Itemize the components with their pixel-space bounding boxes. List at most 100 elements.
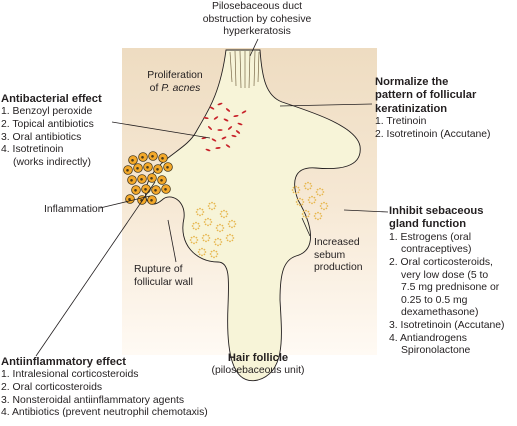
bacterium <box>209 106 215 110</box>
p-acnes-bacteria <box>201 102 247 152</box>
neutrophil-cell <box>133 163 143 173</box>
bacterium <box>225 108 231 112</box>
bacterium <box>235 130 241 134</box>
keratin-plug <box>229 50 260 89</box>
normalize-keratinization-block: Normalize the pattern of follicular kera… <box>375 76 491 141</box>
sebocyte <box>319 201 329 211</box>
neutrophil-cell <box>137 174 147 184</box>
inhibit-item: 2. Oral corticosteroids, <box>389 257 493 268</box>
sebocyte <box>315 187 325 197</box>
rupture-label: Rupture of follicular wall <box>134 264 193 288</box>
bacterium <box>215 147 221 149</box>
sebocyte <box>303 181 313 191</box>
neutrophil-cell <box>153 164 163 174</box>
sebocyte <box>291 185 301 195</box>
neutrophil-cell <box>161 184 171 194</box>
neutrophil-cell <box>141 184 151 194</box>
neutrophil-cell <box>158 153 168 163</box>
neutrophil-cell <box>131 185 141 195</box>
neutrophil-cell <box>123 165 133 175</box>
antibacterial-item: 4. Isotretinoin <box>1 144 64 156</box>
bacterium <box>233 115 239 117</box>
antibacterial-heading: Antibacterial effect <box>1 93 102 105</box>
sebocyte <box>225 233 235 243</box>
bacterium <box>211 138 217 142</box>
neutrophil-cell <box>125 194 135 204</box>
inhibit-item: 1. Estrogens (oral <box>389 231 472 243</box>
inhibit-item: Spironolactone <box>401 345 471 357</box>
leader-lines <box>35 38 389 357</box>
sebocyte <box>203 217 213 227</box>
neutrophil-cell <box>163 162 173 172</box>
bacterium <box>208 126 212 130</box>
sebocyte <box>189 235 199 245</box>
inhibit-item: contraceptives) <box>401 244 472 256</box>
bacterium <box>205 148 211 152</box>
antibacterial-item: 1. Benzoyl peroxide <box>1 106 93 118</box>
antibacterial-item: 2. Topical antibiotics <box>1 119 94 130</box>
antibacterial-item: 3. Oral antibiotics <box>1 131 82 143</box>
neutrophil-cell <box>157 175 167 185</box>
antibacterial-item: (works indirectly) <box>13 156 91 168</box>
sebocyte <box>197 247 207 257</box>
sebocyte <box>215 223 225 233</box>
inhibit-item: 7.5 mg prednisone or <box>401 282 500 294</box>
sebocyte <box>301 209 311 219</box>
neutrophil-cell <box>147 173 157 183</box>
bacterium <box>203 117 209 119</box>
neutrophil-cell <box>138 152 148 162</box>
proliferation-label: Proliferation of P. acnes <box>147 70 203 94</box>
hair-follicle-label: Hair follicle (pilosebaceous unit) <box>196 352 320 378</box>
antiinflammatory-item: 3. Nonsteroidal antiinflammatory agents <box>1 394 185 406</box>
antiinflammatory-item: 4. Antibiotics (prevent neutrophil chemo… <box>1 407 208 419</box>
sebocyte <box>201 233 211 243</box>
antiinflammatory-effect-block: Antiinflammatory effect 1. Intralesional… <box>1 356 208 420</box>
sebocyte <box>207 201 217 211</box>
increased-sebum-label: Increased sebum production <box>314 237 363 274</box>
neutrophil-cell <box>147 195 157 205</box>
inhibit-sebaceous-block: Inhibit sebaceous gland function 1. Estr… <box>389 205 505 358</box>
normalize-heading: Normalize the pattern of follicular kera… <box>375 76 477 115</box>
sebocyte <box>191 221 201 231</box>
sebocyte <box>219 209 229 219</box>
bacterium <box>237 122 243 126</box>
normalize-item: 2. Isotretinoin (Accutane) <box>375 128 491 140</box>
p-acnes-name: P. acnes <box>161 82 201 94</box>
sebocyte <box>295 197 305 207</box>
sebaceous-gland-cells <box>189 181 329 259</box>
neutrophil-cell <box>127 175 137 185</box>
sebocyte <box>195 207 205 217</box>
antiinflammatory-heading: Antiinflammatory effect <box>1 356 126 368</box>
bacterium <box>217 102 223 106</box>
inhibit-item: 3. Isotretinoin (Accutane) <box>389 319 505 331</box>
bacterium <box>217 129 223 131</box>
neutrophil-cell <box>128 155 138 165</box>
sebocyte <box>213 237 223 247</box>
inhibit-heading: Inhibit sebaceous gland function <box>389 205 484 231</box>
hair-follicle-title: Hair follicle <box>227 352 289 364</box>
normalize-item: 1. Tretinoin <box>375 116 427 128</box>
neutrophil-cell <box>148 151 158 161</box>
inflammation-label: Inflammation <box>44 204 104 215</box>
bacterium <box>225 144 231 148</box>
antibacterial-effect-block: Antibacterial effect 1. Benzoyl peroxide… <box>1 93 102 169</box>
sebocyte <box>307 195 317 205</box>
bacterium <box>241 110 247 114</box>
antiinflammatory-item: 2. Oral corticosteroids <box>1 382 103 393</box>
sebocyte <box>313 211 323 221</box>
neutrophil-cell <box>151 185 161 195</box>
bacterium <box>223 118 229 122</box>
bacterium <box>231 134 237 138</box>
inhibit-item: 4. Antiandrogens <box>389 332 467 344</box>
neutrophil-cluster <box>123 151 173 205</box>
bacterium <box>213 116 219 120</box>
duct-obstruction-label: Pilosebaceous duct obstruction by cohesi… <box>202 1 312 38</box>
sebocyte <box>209 249 219 259</box>
sebocyte <box>227 219 237 229</box>
hair-follicle-subtitle: (pilosebaceous unit) <box>211 365 305 377</box>
antiinflammatory-item: 1. Intralesional corticosteroids <box>1 369 139 381</box>
inhibit-item: dexamethasone) <box>401 307 479 319</box>
neutrophil-cell <box>143 162 153 172</box>
inhibit-item: 0.25 to 0.5 mg <box>401 294 468 306</box>
